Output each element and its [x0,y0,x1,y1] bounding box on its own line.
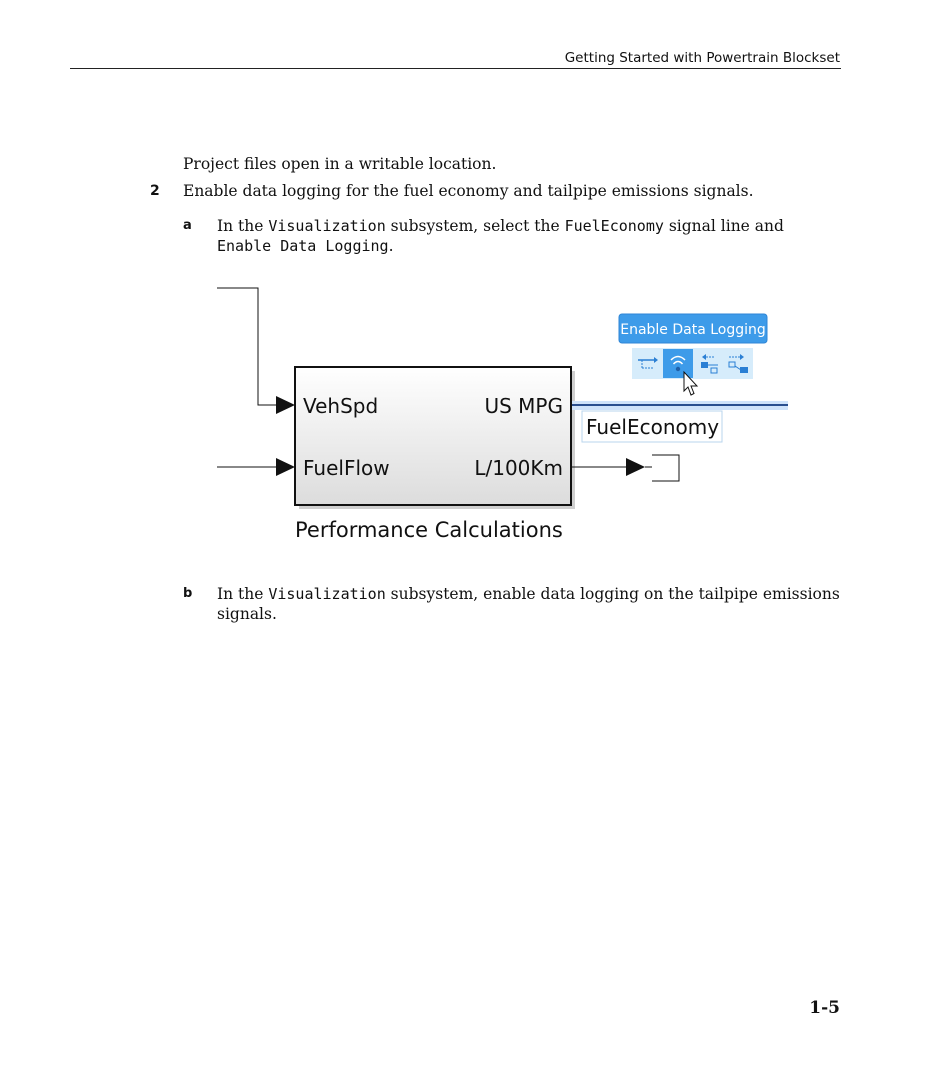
substep-b-letter: b [183,586,193,601]
header-rule [70,68,841,69]
text-fragment: In the [217,585,269,603]
substep-a-text: In the Visualization subsystem, select t… [217,216,784,236]
substep-a-letter: a [183,218,192,233]
terminator-bracket [652,454,680,482]
step-text: Enable data logging for the fuel economy… [183,182,754,200]
step-number: 2 [150,183,160,199]
signal-routing-icon[interactable] [638,357,658,369]
text-fragment: . [388,237,394,255]
substep-b-text-line2: signals. [217,605,277,623]
substep-b-text: In the Visualization subsystem, enable d… [217,584,840,604]
code-fueleconomy: FuelEconomy [564,217,664,235]
add-block-right-icon[interactable] [728,354,748,373]
input-arrow-vehspd [276,396,295,414]
text-fragment: signal line and [663,217,784,235]
tooltip-box [618,313,768,344]
in-port-label-vehspd: VehSpd [303,394,378,418]
mouse-cursor-icon [683,370,699,396]
add-block-left-icon[interactable] [701,354,718,374]
code-enable-data-logging: Enable Data Logging [217,237,389,255]
performance-calculations-block[interactable] [294,366,572,506]
block-name-label: Performance Calculations [295,518,563,542]
out-port-label-us-mpg: US MPG [484,394,563,418]
input-arrow-fuelflow [276,458,295,476]
code-visualization: Visualization [268,217,386,235]
in-port-label-fuelflow: FuelFlow [303,456,390,480]
enable-data-logging-button[interactable] [663,349,693,378]
code-visualization: Visualization [268,585,386,603]
text-fragment: In the [217,217,269,235]
intro-paragraph: Project files open in a writable locatio… [183,155,497,173]
out-port-label-l100km: L/100Km [474,456,563,480]
input-signal-line-vehspd[interactable] [217,287,278,406]
substep-a-text-line2: Enable Data Logging. [217,236,394,256]
tooltip-enable-data-logging: Enable Data Logging [620,322,766,338]
fueleconomy-signal-label[interactable]: FuelEconomy [586,415,719,439]
signal-label-box [581,410,723,443]
text-fragment: subsystem, enable data logging on the ta… [385,585,840,603]
output-arrow-l100km [626,458,645,476]
data-logging-icon [670,355,686,372]
page-number: 1-5 [809,998,840,1018]
page-header-title: Getting Started with Powertrain Blockset [564,50,840,66]
text-fragment: subsystem, select the [385,217,565,235]
